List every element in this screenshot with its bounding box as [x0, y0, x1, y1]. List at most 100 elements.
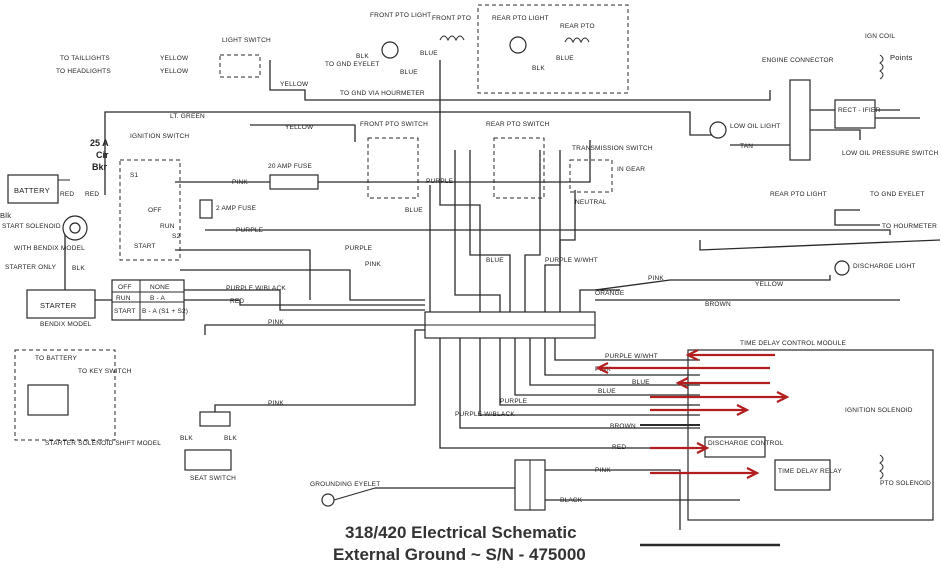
- ignition-switch: IGNITION SWITCH S1 OFF RUN START S2: [119, 133, 189, 261]
- svg-text:BLUE: BLUE: [598, 388, 616, 395]
- svg-text:STARTER: STARTER: [40, 301, 77, 310]
- svg-text:BLK: BLK: [356, 53, 369, 60]
- svg-text:BATTERY: BATTERY: [14, 186, 50, 195]
- svg-text:TIME DELAY CONTROL MODULE: TIME DELAY CONTROL MODULE: [740, 340, 846, 347]
- svg-text:IGNITION SOLENOID: IGNITION SOLENOID: [845, 407, 913, 414]
- red-label-1: RED: [230, 298, 244, 305]
- svg-text:YELLOW: YELLOW: [160, 55, 189, 62]
- svg-text:REAR PTO: REAR PTO: [560, 23, 595, 30]
- svg-text:BLK: BLK: [532, 65, 545, 72]
- circuit-breaker-annotation: 25 A Cir Bkr: [90, 138, 109, 172]
- svg-text:RUN: RUN: [160, 223, 175, 230]
- svg-text:IGNITION SWITCH: IGNITION SWITCH: [130, 133, 189, 140]
- svg-text:TO HOURMETER: TO HOURMETER: [882, 223, 937, 230]
- svg-text:REAR PTO LIGHT: REAR PTO LIGHT: [492, 15, 549, 22]
- front-pto-switch: FRONT PTO SWITCH: [360, 121, 428, 199]
- svg-text:TIME DELAY RELAY: TIME DELAY RELAY: [778, 468, 842, 475]
- svg-text:DISCHARGE CONTROL: DISCHARGE CONTROL: [708, 440, 784, 447]
- svg-text:BENDIX MODEL: BENDIX MODEL: [40, 321, 92, 328]
- svg-text:BLUE: BLUE: [556, 55, 574, 62]
- svg-text:PTO SOLENOID: PTO SOLENOID: [880, 480, 931, 487]
- ign-coil: IGN COIL Points: [865, 33, 912, 80]
- purple-label-2: PURPLE: [426, 178, 454, 185]
- svg-text:TO GND EYELET: TO GND EYELET: [870, 191, 925, 198]
- rear-pto-group: REAR PTO LIGHT REAR PTO BLK BLUE: [477, 4, 629, 94]
- svg-text:WITH BENDIX MODEL: WITH BENDIX MODEL: [14, 245, 85, 252]
- fuse-20-amp: 20 AMP FUSE: [268, 163, 319, 190]
- yellow-label-3: YELLOW: [755, 281, 784, 288]
- rear-pto-switch: REAR PTO SWITCH: [486, 121, 550, 199]
- pink-label-5: PINK: [648, 275, 664, 282]
- purple-w-wht-label-1: PURPLE W/WHT: [545, 257, 598, 264]
- svg-text:TO GND VIA HOURMETER: TO GND VIA HOURMETER: [340, 90, 425, 97]
- low-oil-light: LOW OIL LIGHT TAN: [709, 121, 780, 150]
- svg-text:NEUTRAL: NEUTRAL: [575, 199, 607, 206]
- svg-text:Cir: Cir: [96, 150, 109, 160]
- svg-text:BLACK: BLACK: [560, 497, 583, 504]
- blue-label-2: BLUE: [486, 257, 504, 264]
- svg-text:TO GND EYELET: TO GND EYELET: [325, 61, 380, 68]
- svg-text:BLUE: BLUE: [420, 50, 438, 57]
- engine-connector: ENGINE CONNECTOR: [762, 57, 834, 161]
- wiring: [64, 60, 941, 547]
- front-pto-light: FRONT PTO LIGHT BLK BLUE BLUE TO GND EYE…: [325, 12, 438, 97]
- blue-label-1: BLUE: [405, 207, 423, 214]
- svg-text:TO KEY SWITCH: TO KEY SWITCH: [78, 368, 132, 375]
- svg-text:RECT - IFIER: RECT - IFIER: [838, 107, 880, 114]
- svg-text:OFF: OFF: [118, 284, 132, 291]
- title-line-1: 318/420 Electrical Schematic: [345, 523, 577, 542]
- svg-text:25 A: 25 A: [90, 138, 109, 148]
- svg-text:FRONT PTO: FRONT PTO: [432, 15, 471, 22]
- svg-text:START SOLENOID: START SOLENOID: [2, 223, 61, 230]
- purple-label-3: PURPLE: [345, 245, 373, 252]
- svg-text:LOW OIL LIGHT: LOW OIL LIGHT: [730, 123, 780, 130]
- svg-text:S1: S1: [130, 172, 139, 179]
- svg-text:BLUE: BLUE: [400, 69, 418, 76]
- svg-text:REAR PTO LIGHT: REAR PTO LIGHT: [770, 191, 827, 198]
- svg-text:2 AMP FUSE: 2 AMP FUSE: [216, 205, 257, 212]
- title-line-2: External Ground ~ S/N - 475000: [333, 545, 586, 564]
- svg-text:TAN: TAN: [740, 143, 753, 150]
- svg-text:START: START: [134, 243, 156, 250]
- battery: BATTERY: [7, 174, 70, 204]
- starter-solenoid-shift: TO BATTERY TO KEY SWITCH STARTER SOLENOI…: [14, 349, 161, 447]
- svg-text:Bkr: Bkr: [92, 162, 108, 172]
- svg-text:STARTER SOLENOID SHIFT MODEL: STARTER SOLENOID SHIFT MODEL: [45, 440, 161, 447]
- svg-text:TO TAILLIGHTS: TO TAILLIGHTS: [60, 55, 110, 62]
- svg-text:FRONT PTO LIGHT: FRONT PTO LIGHT: [370, 12, 431, 19]
- svg-text:NONE: NONE: [150, 284, 170, 291]
- pink-label-2: PINK: [268, 319, 284, 326]
- bottom-connector: [514, 459, 546, 511]
- start-solenoid: START SOLENOID WITH BENDIX MODEL STARTER…: [2, 215, 88, 271]
- svg-text:TRANSMISSION SWITCH: TRANSMISSION SWITCH: [572, 145, 653, 152]
- svg-text:B - A (S1 + S2): B - A (S1 + S2): [142, 308, 188, 315]
- rectifier: RECT - IFIER: [834, 99, 880, 129]
- grounding-eyelet: GROUNDING EYELET: [310, 481, 380, 507]
- time-delay-control-module: TIME DELAY CONTROL MODULE DISCHARGE CONT…: [687, 340, 934, 521]
- yellow-label-1: YELLOW: [280, 81, 309, 88]
- solenoid-red-label: RED: [85, 191, 99, 198]
- svg-text:ENGINE CONNECTOR: ENGINE CONNECTOR: [762, 57, 834, 64]
- ignition-table: OFF NONE RUN B - A START B - A (S1 + S2): [111, 279, 188, 321]
- pink-label-1: PINK: [232, 179, 248, 186]
- battery-red-label: RED: [60, 191, 74, 198]
- svg-text:LOW OIL PRESSURE SWITCH: LOW OIL PRESSURE SWITCH: [842, 150, 939, 157]
- svg-text:BROWN: BROWN: [610, 423, 636, 430]
- svg-text:OFF: OFF: [148, 207, 162, 214]
- svg-text:DISCHARGE LIGHT: DISCHARGE LIGHT: [853, 263, 916, 270]
- svg-text:PURPLE: PURPLE: [500, 398, 528, 405]
- pink-label-4: PINK: [365, 261, 381, 268]
- rear-pto-light-right: REAR PTO LIGHT TO GND EYELET TO HOURMETE…: [770, 191, 937, 230]
- schematic-title: 318/420 Electrical Schematic External Gr…: [333, 523, 586, 564]
- yellow-label-2: YELLOW: [285, 124, 314, 131]
- svg-text:BLUE: BLUE: [632, 379, 650, 386]
- brown-label-1: BROWN: [705, 301, 731, 308]
- fuse-2-amp: 2 AMP FUSE: [199, 199, 257, 219]
- blk-starter-label: BLK: [72, 265, 85, 272]
- svg-text:REAR PTO SWITCH: REAR PTO SWITCH: [486, 121, 550, 128]
- svg-text:PURPLE W/WHT: PURPLE W/WHT: [605, 353, 658, 360]
- svg-text:20 AMP FUSE: 20 AMP FUSE: [268, 163, 312, 170]
- blk-annotation: Blk: [0, 211, 11, 220]
- svg-text:IGN COIL: IGN COIL: [865, 33, 895, 40]
- svg-text:RED: RED: [612, 444, 626, 451]
